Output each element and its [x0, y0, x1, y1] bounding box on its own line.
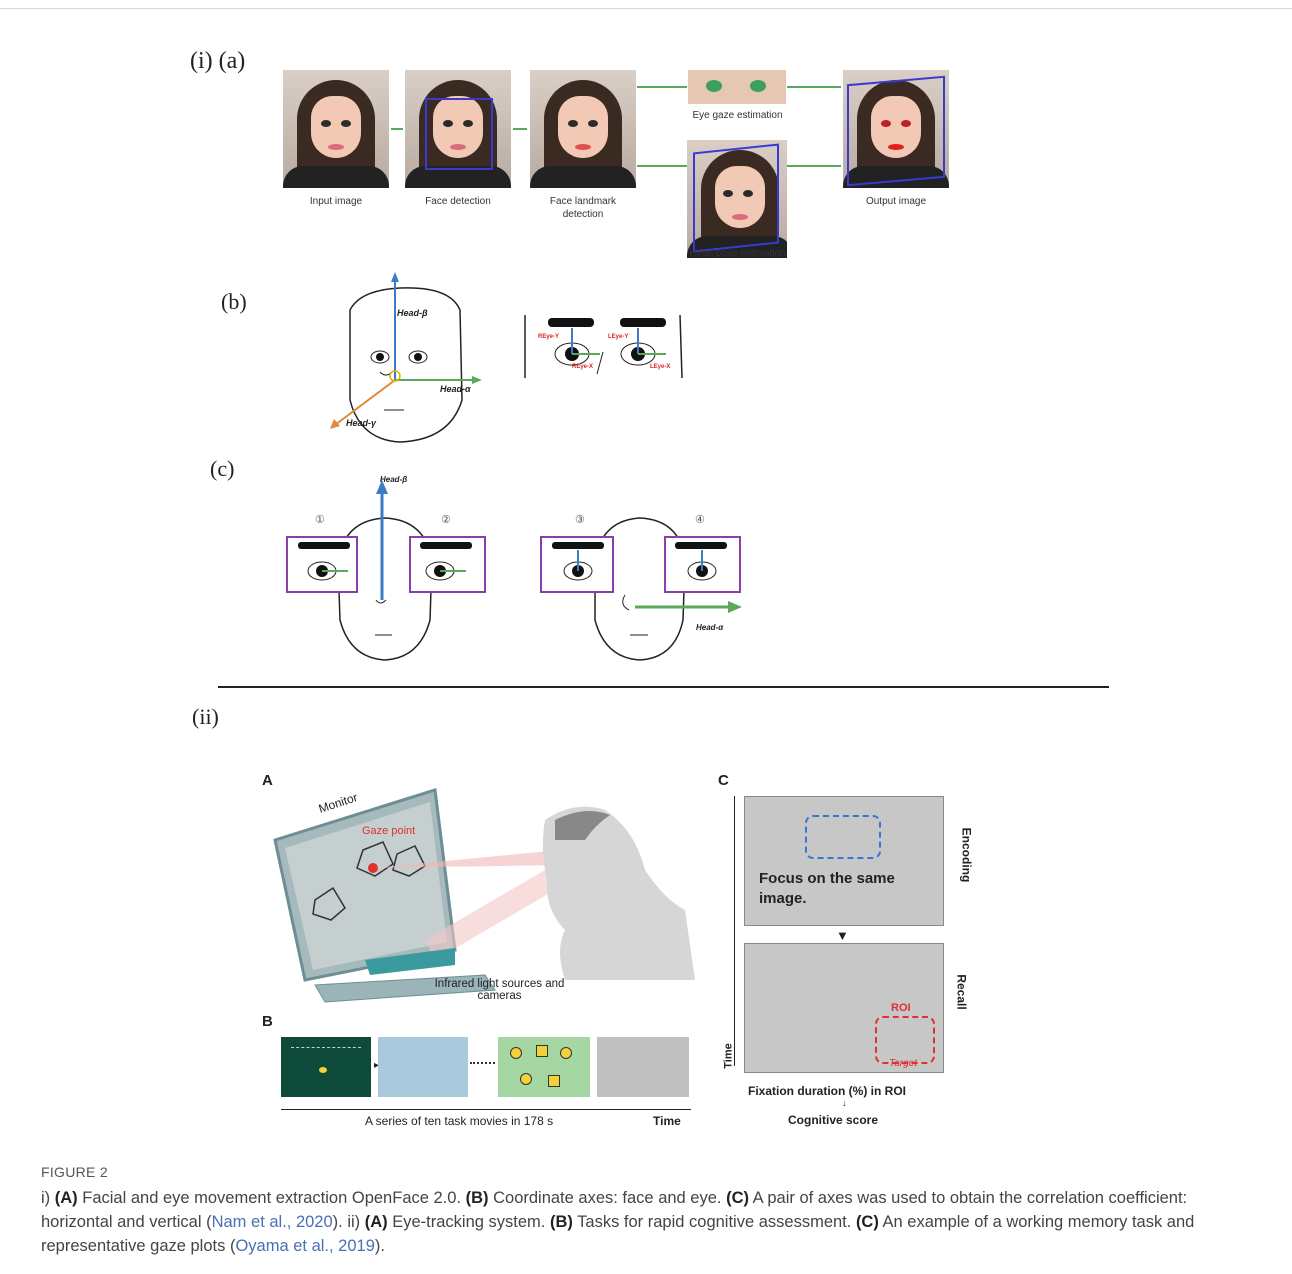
cap-t7: An example of a working memory task and …	[41, 1213, 1195, 1255]
series-label: A series of ten task movies in 178 s	[365, 1114, 554, 1128]
cap-t3: A pair of axes was used to obtain the co…	[41, 1189, 1188, 1231]
eye-tracking-illustration	[273, 788, 695, 1003]
c-head-b-label: Head-β	[380, 475, 408, 484]
eye-gaze-caption: Eye gaze estimation	[692, 110, 783, 121]
time-vertical-label: Time	[722, 1043, 735, 1069]
leye-y-label: LEye-Y	[608, 334, 629, 340]
face-box	[425, 98, 493, 170]
landmark-caption: Face landmark detection	[549, 196, 617, 220]
task-movie-2	[378, 1037, 468, 1097]
input-caption: Input image	[309, 196, 363, 207]
label-b: (b)	[221, 289, 247, 314]
arrow-2	[513, 128, 527, 130]
infrared-label: Infrared light sources and cameras	[434, 978, 565, 1002]
cap-a2: (A)	[364, 1213, 388, 1231]
head-y-label: Head-γ	[346, 418, 377, 428]
cap-t2: Coordinate axes: face and eye.	[488, 1189, 727, 1207]
cap-b2: (B)	[549, 1213, 573, 1231]
cap-prefix: i)	[41, 1189, 55, 1207]
arrow-6	[787, 165, 841, 167]
small-arrow: ↓	[842, 1098, 847, 1108]
dots-1: ▸	[374, 1060, 380, 1071]
landmark-image	[530, 70, 636, 188]
arrow-4	[637, 165, 687, 167]
head-b-label: Head-β	[397, 308, 428, 318]
label-c: (c)	[210, 456, 235, 481]
arrow-3	[637, 86, 687, 88]
figure-title: FIGURE 2	[41, 1164, 108, 1180]
cap-b1: (B)	[465, 1189, 489, 1207]
arrow-1	[391, 128, 403, 130]
figure-caption: i) (A) Facial and eye movement extractio…	[41, 1186, 1256, 1258]
reye-y-label: REye-Y	[538, 334, 560, 340]
label-C: C	[718, 772, 729, 789]
encoding-label: Encoding	[959, 827, 974, 883]
dots-2	[470, 1062, 495, 1064]
top-divider	[0, 8, 1292, 9]
head-pose-box	[693, 143, 779, 253]
leye-x-label: LEye-X	[650, 364, 671, 370]
recall-label: Recall	[954, 974, 969, 1010]
citation-oyama-link[interactable]: Oyama et al., 2019	[235, 1237, 375, 1255]
down-arrow: ▼	[836, 928, 849, 943]
cap-a1: (A)	[54, 1189, 78, 1207]
label-i: (i)	[190, 48, 213, 74]
citation-nam-link[interactable]: Nam et al., 2020	[211, 1213, 333, 1231]
encoding-panel: Focus on the same image.	[744, 796, 944, 926]
coordinate-axes-diagram	[330, 272, 683, 443]
detect-caption: Face detection	[425, 196, 491, 207]
cap-t4: ). ii)	[332, 1213, 365, 1231]
fixation-label: Fixation duration (%) in ROI	[748, 1084, 906, 1098]
cap-t1: Facial and eye movement extraction OpenF…	[77, 1189, 466, 1207]
cap-t8: ).	[374, 1237, 385, 1255]
time-axis	[734, 796, 735, 1066]
circle-1: ①	[315, 514, 325, 526]
head-pose-caption: Head pose estimation	[689, 248, 786, 259]
input-image	[283, 70, 389, 188]
label-ii: (ii)	[192, 704, 219, 729]
panel-i-label: (i) (a)	[190, 48, 245, 75]
output-box	[847, 75, 945, 187]
cap-t5: Eye-tracking system.	[387, 1213, 550, 1231]
cap-c2: (C)	[855, 1213, 879, 1231]
timeline	[281, 1109, 691, 1110]
cognitive-label: Cognitive score	[788, 1113, 879, 1127]
arrow-5	[787, 86, 841, 88]
task-movie-3	[498, 1037, 590, 1097]
cap-c1: (C)	[726, 1189, 749, 1207]
target-label: Target	[889, 1058, 917, 1069]
circle-3: ③	[575, 514, 585, 526]
task-movie-1	[281, 1037, 371, 1097]
gaze-point-label: Gaze point	[362, 825, 416, 837]
task-movie-4	[597, 1037, 689, 1097]
axis-pair-diagram	[286, 480, 742, 661]
label-A: A	[262, 772, 273, 789]
circle-2: ②	[441, 514, 451, 526]
roi-label: ROI	[891, 1002, 911, 1014]
section-divider	[218, 686, 1109, 688]
output-image	[843, 70, 949, 188]
reye-x-label: REye-X	[572, 364, 594, 370]
face-detection-image	[405, 70, 511, 188]
cap-t6: Tasks for rapid cognitive assessment.	[572, 1213, 856, 1231]
label-a: (a)	[218, 48, 246, 74]
focus-text: Focus on the same image.	[759, 870, 895, 907]
time-label: Time	[653, 1114, 681, 1128]
output-caption: Output image	[865, 196, 927, 207]
head-a-label: Head-α	[440, 384, 471, 394]
head-pose-image	[687, 140, 787, 258]
c-head-a-label: Head-α	[696, 623, 724, 632]
label-B: B	[262, 1013, 273, 1030]
circle-4: ④	[695, 514, 705, 526]
eye-gaze-image	[688, 70, 786, 104]
recall-panel: ROI Target	[744, 943, 944, 1073]
